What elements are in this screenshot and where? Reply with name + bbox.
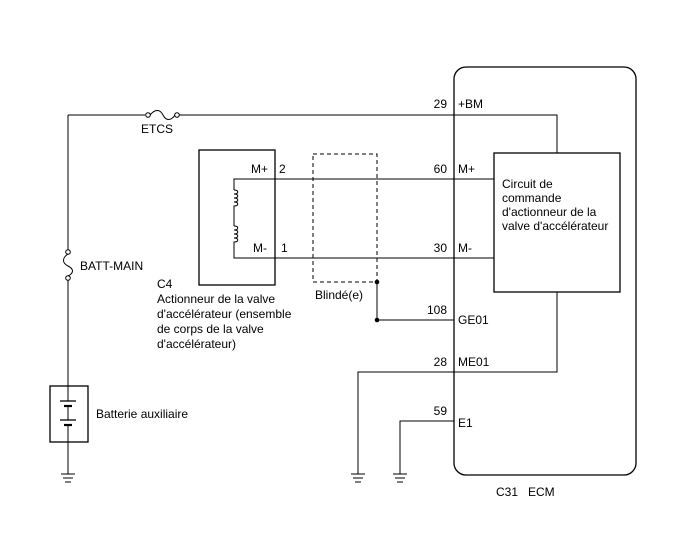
ecm-pin-number-59: 59 — [434, 404, 448, 418]
motor-coil-icon — [233, 189, 239, 248]
circuit-line-1: Circuit de — [502, 177, 553, 191]
battery-box — [49, 385, 89, 443]
wire-e1-ground — [399, 420, 454, 474]
ecm-connector-label: C31 — [496, 485, 518, 499]
actuator-description-line-1: Actionneur de la valve — [157, 292, 275, 306]
battery-label: Batterie auxiliaire — [96, 407, 188, 421]
actuator-box — [198, 149, 276, 286]
ecm-pin-name-mminus: M- — [458, 241, 472, 255]
shield-node-bottom — [374, 317, 380, 323]
circuit-line-3: d'actionneur de la — [502, 205, 597, 219]
ecm-pin-name-mplus: M+ — [458, 162, 475, 176]
shield-outline — [312, 153, 378, 283]
ground-battery-icon — [61, 473, 75, 483]
wire-bm-ecm — [178, 114, 558, 153]
actuator-description-line-3: de corps de la valve — [157, 322, 264, 336]
ecm-box — [453, 66, 637, 476]
shield-label: Blindé(e) — [315, 288, 363, 302]
fuse-batt-main-label: BATT-MAIN — [80, 259, 143, 273]
shield-node-top — [374, 279, 380, 285]
ecm-pin-name-e1: E1 — [458, 416, 473, 430]
actuator-pin-number-2: 2 — [279, 162, 286, 176]
fuse-etcs-label: ETCS — [141, 122, 173, 136]
circuit-line-4: valve d'accélérateur — [502, 219, 608, 233]
actuator-connector-label: C4 — [157, 277, 173, 291]
ecm-pin-number-30: 30 — [434, 241, 448, 255]
fuse-batt-main-icon — [63, 249, 73, 281]
actuator-pin-number-1: 1 — [281, 241, 288, 255]
actuator-description-line-2: d'accélérateur (ensemble — [157, 307, 292, 321]
ecm-pin-number-108: 108 — [427, 303, 447, 317]
actuator-pin-name-mminus: M- — [253, 241, 267, 255]
battery-icon — [60, 386, 76, 442]
ground-e1-icon — [393, 473, 407, 483]
ground-me01-icon — [351, 473, 365, 483]
ecm-pin-number-29: 29 — [434, 97, 448, 111]
actuator-pin-name-mplus: M+ — [251, 162, 268, 176]
ecm-pin-number-28: 28 — [434, 355, 448, 369]
ecm-pin-name-me01: ME01 — [458, 355, 490, 369]
fuse-etcs-icon — [145, 110, 180, 120]
actuator-description-line-4: d'accélérateur) — [157, 337, 236, 351]
ecm-pin-number-60: 60 — [434, 162, 448, 176]
circuit-line-2: commande — [502, 191, 562, 205]
ecm-pin-name-ge01: GE01 — [458, 313, 489, 327]
wire-actuator-internal — [233, 178, 236, 259]
ecm-pin-name-bm: +BM — [458, 97, 483, 111]
wire-me01-ground — [357, 292, 558, 474]
ecm-name-label: ECM — [528, 485, 555, 499]
